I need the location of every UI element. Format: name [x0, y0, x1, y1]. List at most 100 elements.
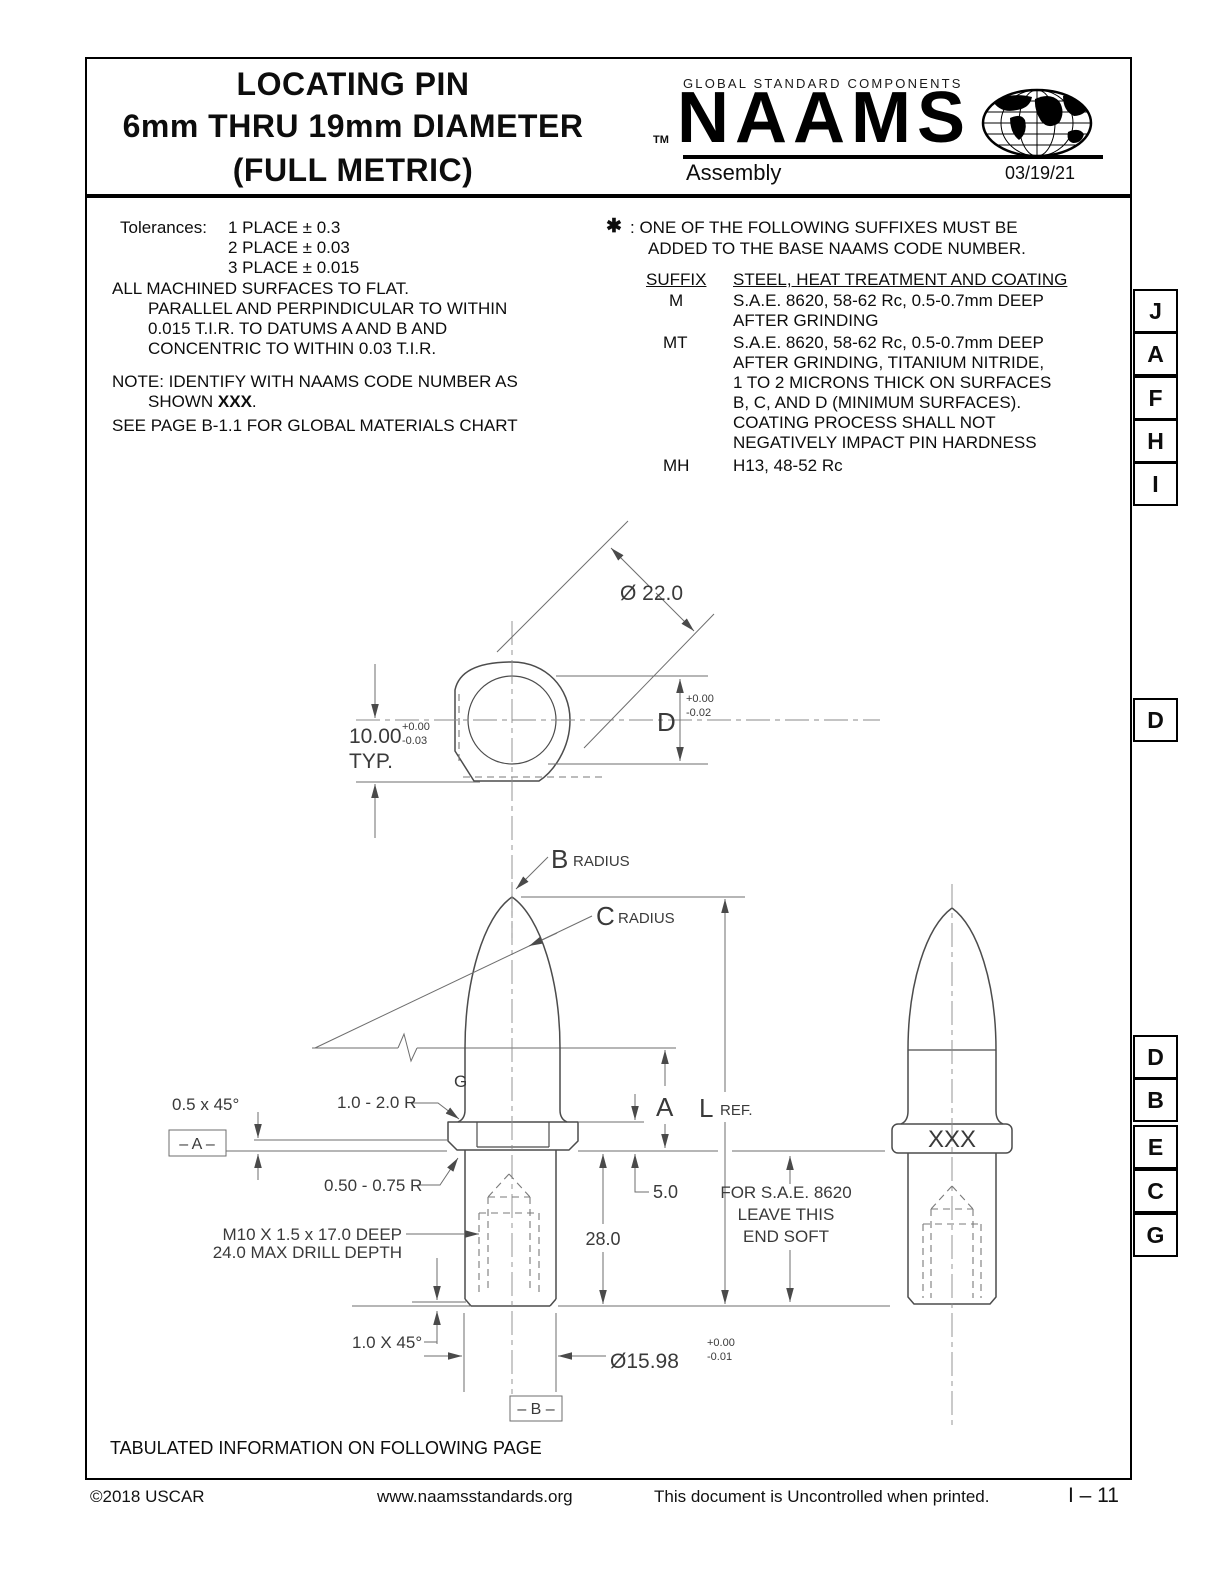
suffix-intro-line1: : ONE OF THE FOLLOWING SUFFIXES MUST BE [630, 218, 1018, 237]
section-tab-e[interactable]: E [1133, 1125, 1178, 1169]
datum-a-flag: – A – [168, 1129, 885, 1157]
logo-underline [683, 155, 1103, 159]
dim-width-value: 10.00 [349, 725, 402, 748]
c-radius-callout: C RADIUS [314, 901, 675, 1049]
tabulated-note: TABULATED INFORMATION ON FOLLOWING PAGE [110, 1438, 542, 1458]
section-tab-a[interactable]: A [1133, 332, 1178, 376]
see-page-note: SEE PAGE B-1.1 FOR GLOBAL MATERIALS CHAR… [112, 416, 518, 435]
suffix-col-header: SUFFIX [646, 270, 707, 289]
logo-brand: NAAMS [677, 78, 971, 158]
front-view-hidden-thread [478, 1173, 540, 1293]
suffix-code: MH [663, 456, 690, 475]
footer-website[interactable]: www.naamsstandards.org [377, 1487, 573, 1506]
logo-tagline: GLOBAL STANDARD COMPONENTS [683, 76, 963, 91]
suffix-code: MT [663, 333, 688, 352]
logo-tm: TM [653, 134, 669, 146]
tolerance-line: 3 PLACE ± 0.015 [228, 258, 360, 277]
tolerance-line: 1 PLACE ± 0.3 [228, 218, 341, 237]
soft-end-note: FOR S.A.E. 8620 LEAVE THIS END SOFT [720, 1156, 852, 1302]
suffix-intro-line2: ADDED TO THE BASE NAAMS CODE NUMBER. [648, 239, 1026, 258]
dim-d-tol-plus: +0.00 [686, 693, 714, 705]
globe-icon [981, 88, 1093, 158]
top-view-width-dimension: 10.00 +0.00 -0.03 TYP. [349, 664, 480, 838]
shank-diameter-dimension: Ø15.98 +0.00 -0.01 [424, 1313, 735, 1392]
top-view-d-dimension: +0.00 -0.02 D [548, 675, 714, 765]
c-radius-word: RADIUS [618, 910, 675, 927]
section-tab-h[interactable]: H [1133, 419, 1178, 463]
suffix-desc-line: B, C, AND D (MINIMUM SURFACES). [733, 393, 1022, 412]
datum-a-label: – A – [179, 1136, 215, 1153]
code-marking-xxx: XXX [928, 1126, 976, 1153]
dim-28-value: 28.0 [585, 1229, 620, 1249]
dim-l-letter: L [699, 1093, 713, 1123]
fillet-top-callout: 1.0 - 2.0 R [337, 1093, 460, 1120]
fillet-bottom-callout: 0.50 - 0.75 R [324, 1157, 459, 1195]
identify-note-suffix: . [251, 392, 257, 411]
section-tab-g[interactable]: G [1133, 1213, 1178, 1257]
fillet-top-label: 1.0 - 2.0 R [337, 1093, 416, 1112]
suffix-desc-line: AFTER GRINDING [733, 311, 879, 330]
datum-b-flag: – B – [509, 1395, 563, 1422]
section-tab-f[interactable]: F [1133, 376, 1178, 420]
identify-note-prefix: SHOWN [148, 392, 218, 411]
datum-b-label: – B – [517, 1401, 554, 1418]
soft-note-line2: LEAVE THIS [738, 1205, 835, 1224]
suffix-code: M [669, 291, 684, 310]
front-view-outline [312, 882, 676, 1394]
suffix-desc-line: NEGATIVELY IMPACT PIN HARDNESS [733, 433, 1037, 452]
top-view-outline [356, 621, 880, 938]
suffix-desc-line: S.A.E. 8620, 58-62 Rc, 0.5-0.7mm DEEP [733, 333, 1044, 352]
section-tab-b[interactable]: B [1133, 1078, 1178, 1122]
suffix-desc-line: S.A.E. 8620, 58-62 Rc, 0.5-0.7mm DEEP [733, 291, 1044, 310]
b-radius-letter: B [551, 844, 568, 874]
section-tab-d2[interactable]: D [1133, 1035, 1178, 1079]
footer-copyright: ©2018 USCAR [90, 1487, 205, 1506]
dim-width-tol-plus: +0.00 [402, 721, 430, 733]
dim-od-value: Ø 22.0 [620, 582, 683, 605]
g-surface-label: G [454, 1072, 467, 1091]
dim-shank-dia-value: Ø15.98 [610, 1350, 679, 1373]
machined-note-line: PARALLEL AND PERPINDICULAR TO WITHIN [148, 299, 508, 318]
section-tab-c[interactable]: C [1133, 1169, 1178, 1213]
dim-width-typ: TYP. [349, 750, 393, 773]
a-dimension: A [656, 1050, 674, 1148]
chamfer-bottom-dimension: 1.0 X 45° [352, 1258, 471, 1352]
section-tab-j[interactable]: J [1133, 289, 1178, 333]
tolerances-label: Tolerances: [120, 218, 207, 237]
soft-note-line1: FOR S.A.E. 8620 [720, 1183, 851, 1202]
footer-page-number: I – 11 [1068, 1484, 1119, 1507]
l-ref-dimension: L REF. [521, 896, 753, 1304]
page-title-line3: (FULL METRIC) [232, 152, 474, 188]
identify-note-line2: SHOWN XXX. [148, 392, 257, 412]
fillet-bottom-label: 0.50 - 0.75 R [324, 1176, 422, 1195]
dim-shank-dia-tol-plus: +0.00 [707, 1337, 735, 1349]
suffix-desc-line: H13, 48-52 Rc [733, 456, 843, 475]
dim-a-letter: A [656, 1092, 674, 1122]
footer-uncontrolled-note: This document is Uncontrolled when print… [654, 1487, 990, 1506]
dim-d-tol-minus: -0.02 [686, 707, 711, 719]
chamfer-bottom-label: 1.0 X 45° [352, 1333, 422, 1352]
coating-col-header: STEEL, HEAT TREATMENT AND COATING [733, 270, 1068, 289]
section-tab-i[interactable]: I [1133, 462, 1178, 506]
chamfer-top-label: 0.5 x 45° [172, 1095, 239, 1114]
suffix-desc-line: 1 TO 2 MICRONS THICK ON SURFACES [733, 373, 1052, 392]
dim-l-ref: REF. [720, 1102, 753, 1119]
page-border [85, 57, 1132, 1480]
thread-note-line1: M10 X 1.5 x 17.0 DEEP [222, 1225, 402, 1244]
revision-date: 03/19/21 [1005, 163, 1076, 183]
dim-5-value: 5.0 [653, 1182, 678, 1202]
soft-note-line3: END SOFT [743, 1227, 829, 1246]
top-view-diameter-dimension: Ø 22.0 [496, 520, 715, 749]
side-view-outline: XXX [891, 884, 1013, 1428]
header-divider [87, 194, 1130, 198]
identify-note-line1: NOTE: IDENTIFY WITH NAAMS CODE NUMBER AS [112, 372, 518, 391]
page-title-line1: LOCATING PIN [236, 66, 470, 102]
thread-note-line2: 24.0 MAX DRILL DEPTH [213, 1243, 402, 1262]
machined-note-line: CONCENTRIC TO WITHIN 0.03 T.I.R. [148, 339, 437, 358]
machined-note-line: ALL MACHINED SURFACES TO FLAT. [112, 279, 409, 298]
machined-note-line: 0.015 T.I.R. TO DATUMS A AND B AND [148, 319, 448, 338]
section-tab-d[interactable]: D [1133, 698, 1178, 742]
dim-d-label: D [657, 707, 676, 737]
